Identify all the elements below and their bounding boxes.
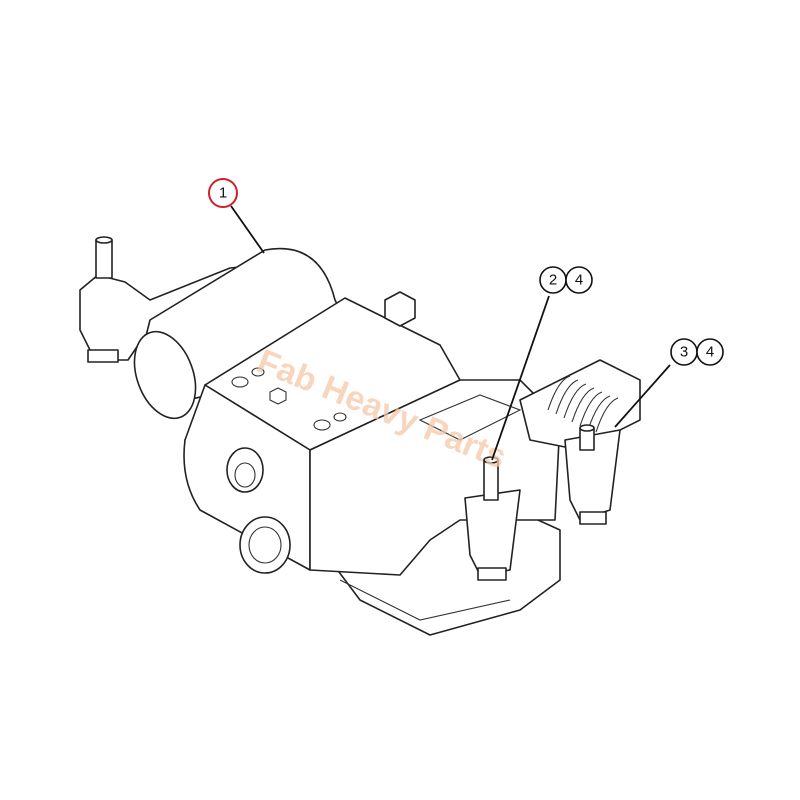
valve-assembly-drawing — [79, 236, 641, 636]
callout-label: 3 — [680, 344, 688, 361]
callout-label: 4 — [575, 272, 583, 289]
leader-line-3-4 — [614, 364, 671, 428]
callout-label: 1 — [219, 185, 227, 202]
callout-label: 2 — [549, 272, 557, 289]
callout-3-4[interactable]: 3 4 — [670, 338, 724, 366]
callout-2-4[interactable]: 2 4 — [539, 266, 593, 294]
leader-line-1 — [230, 205, 265, 254]
callout-1[interactable]: 1 — [208, 178, 238, 208]
leader-line-2-4 — [491, 295, 550, 461]
callout-label: 4 — [706, 344, 714, 361]
